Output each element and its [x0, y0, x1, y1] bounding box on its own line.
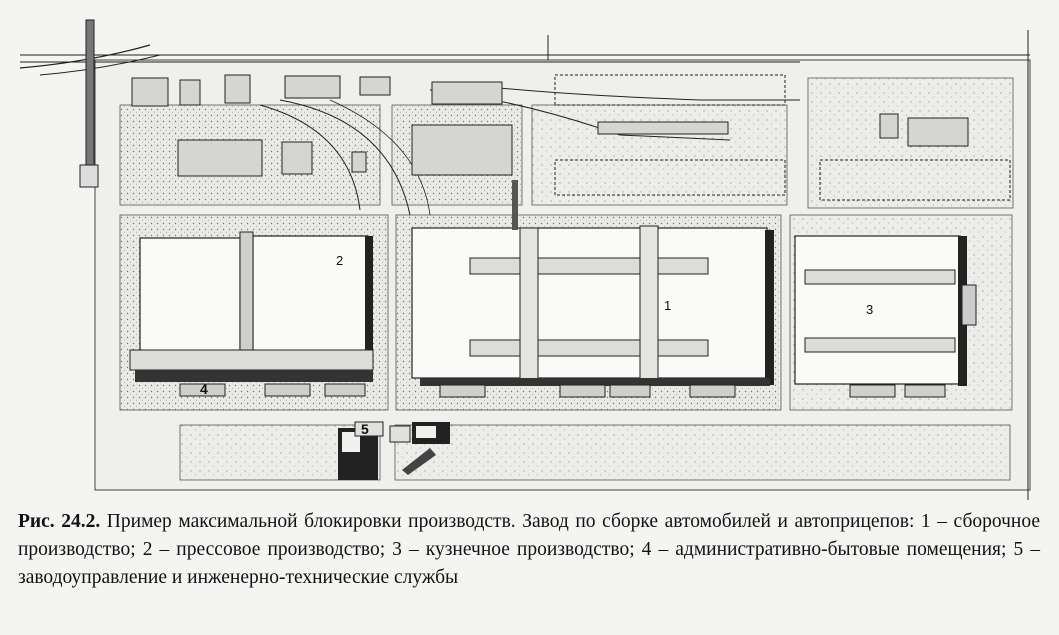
caption-figure-number: Рис. 24.2.	[18, 511, 101, 532]
figure-caption: Рис. 24.2. Пример максимальной блокировк…	[18, 508, 1040, 592]
building-press-production	[129, 231, 374, 382]
label-press-production: 2	[336, 253, 343, 268]
label-assembly-production: 1	[664, 298, 671, 313]
amenity-blocks	[179, 383, 946, 398]
caption-text: Пример максимальной блокировки производс…	[18, 511, 1040, 588]
auxiliary-buildings	[131, 74, 1011, 201]
label-amenity-premises: 4	[200, 381, 208, 397]
building-plant-management	[338, 421, 450, 480]
building-assembly-production	[411, 180, 774, 386]
label-forge-production: 3	[866, 302, 873, 317]
building-forge-production	[794, 235, 977, 386]
tower-structure	[79, 19, 99, 188]
site-plan-drawing: 1 2 3 4 5	[19, 19, 1031, 500]
label-plant-management: 5	[361, 421, 369, 437]
